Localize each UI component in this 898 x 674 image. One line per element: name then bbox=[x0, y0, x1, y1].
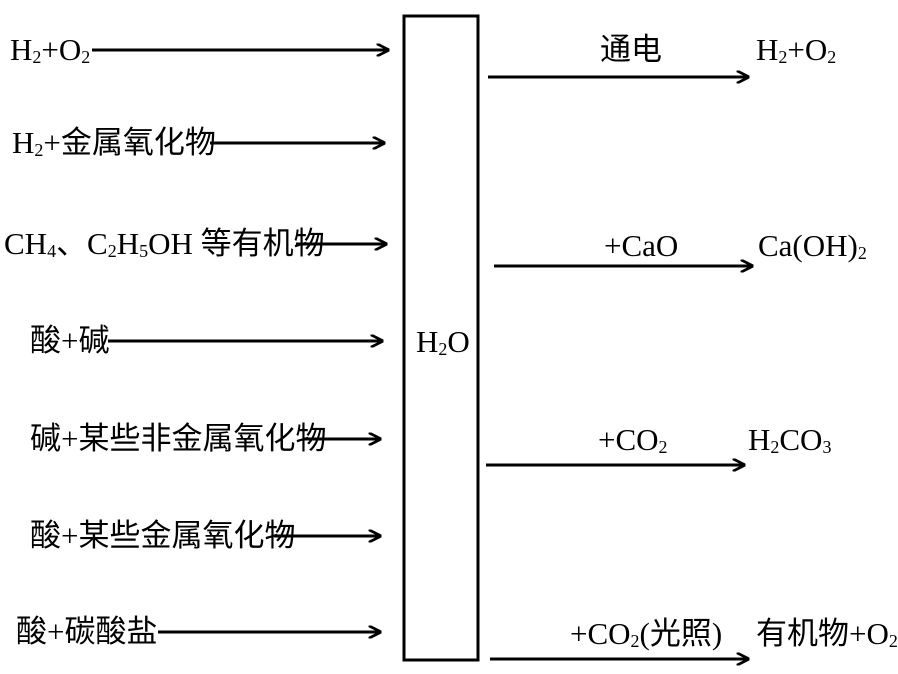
input-label-4: 酸+碱 bbox=[30, 325, 109, 356]
label-text: +金属氧化物 bbox=[43, 125, 216, 160]
label-text: H bbox=[10, 32, 33, 67]
input-label-2: H2+金属氧化物 bbox=[12, 125, 216, 161]
subscript: 2 bbox=[770, 437, 780, 458]
subscript: 3 bbox=[822, 437, 832, 458]
subscript: 2 bbox=[658, 437, 668, 458]
subscript: 2 bbox=[107, 241, 117, 262]
label-text: H bbox=[756, 32, 779, 67]
output-condition-2: +CaO bbox=[604, 230, 678, 261]
label-text: H bbox=[12, 125, 35, 160]
subscript: 4 bbox=[47, 241, 57, 262]
output-condition-4: +CO2(光照) bbox=[570, 616, 723, 652]
water-box bbox=[402, 14, 480, 662]
water-label: H2O bbox=[416, 324, 470, 360]
label-text: (光照) bbox=[639, 616, 723, 651]
output-product-4: 有机物+O2 bbox=[756, 616, 898, 652]
label-text: 通电 bbox=[600, 32, 662, 67]
label-text: Ca(OH) bbox=[758, 228, 858, 263]
label-text: OH 等有机物 bbox=[148, 226, 325, 261]
output-condition-1: 通电 bbox=[600, 34, 662, 65]
label-text: +O bbox=[41, 32, 82, 67]
label-text: +CO bbox=[570, 616, 631, 651]
label-text: 有机物+O bbox=[756, 616, 889, 651]
subscript: 5 bbox=[139, 241, 149, 262]
label-text: 酸+碳酸盐 bbox=[16, 614, 158, 649]
output-product-3: H2CO3 bbox=[748, 422, 832, 458]
label-text: H bbox=[748, 422, 771, 457]
label-text: 酸+碱 bbox=[30, 323, 110, 358]
label-text: 酸+某些金属氧化物 bbox=[30, 518, 296, 553]
label-text: H bbox=[116, 226, 140, 261]
output-product-1: H2+O2 bbox=[756, 32, 837, 68]
label-text: +CO bbox=[598, 422, 659, 457]
label-text: +CaO bbox=[604, 228, 679, 263]
subscript: 2 bbox=[778, 47, 788, 68]
subscript: 2 bbox=[32, 47, 42, 68]
input-label-1: H2+O2 bbox=[10, 32, 91, 68]
input-label-5: 碱+某些非金属氧化物 bbox=[30, 423, 326, 454]
input-label-3: CH4、C2H5OH 等有机物 bbox=[4, 226, 325, 262]
label-text: 碱+某些非金属氧化物 bbox=[30, 421, 327, 456]
subscript: 2 bbox=[888, 631, 898, 652]
subscript: 2 bbox=[81, 47, 91, 68]
subscript: 2 bbox=[630, 631, 640, 652]
input-label-6: 酸+某些金属氧化物 bbox=[30, 520, 295, 551]
label-text: 、C bbox=[56, 226, 108, 261]
input-label-7: 酸+碳酸盐 bbox=[16, 616, 157, 647]
output-product-2: Ca(OH)2 bbox=[758, 228, 867, 264]
output-condition-3: +CO2 bbox=[598, 422, 668, 458]
label-text: CO bbox=[779, 422, 823, 457]
subscript: 2 bbox=[34, 140, 44, 161]
label-text: +O bbox=[787, 32, 828, 67]
subscript: 2 bbox=[827, 47, 837, 68]
label-text: CH bbox=[4, 226, 48, 261]
subscript: 2 bbox=[857, 243, 867, 264]
